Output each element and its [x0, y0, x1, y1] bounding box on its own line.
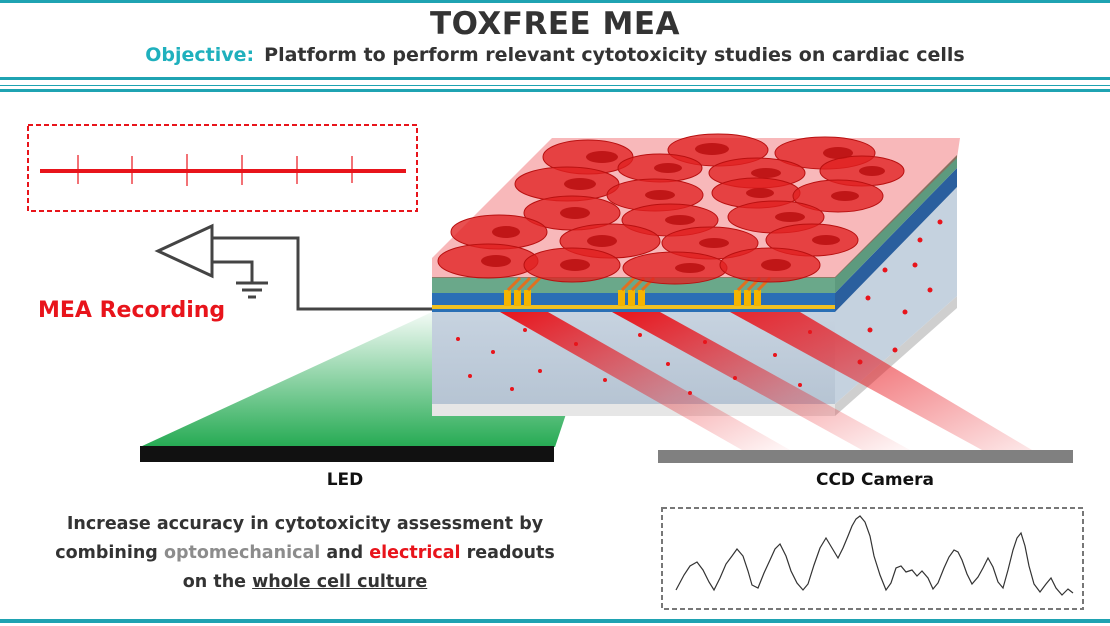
led-label: LED [326, 470, 364, 490]
led-bar [140, 446, 554, 462]
header-bottom-rule-2 [0, 85, 1110, 86]
amplifier-symbol [154, 223, 433, 311]
header-top-rule [0, 0, 1110, 3]
description-line-3: on the whole cell culture [20, 568, 590, 597]
desc-combining: combining [55, 543, 164, 563]
mea-chip [432, 155, 957, 416]
desc-whole-cell-culture: whole cell culture [252, 572, 428, 592]
objective-text: Platform to perform relevant cytotoxicit… [264, 44, 965, 66]
mea-recording-label: MEA Recording [38, 298, 226, 323]
optical-signal-trace [675, 515, 1074, 596]
optical-beams [500, 312, 1032, 450]
mea-trace-frame [27, 124, 418, 212]
desc-and: and [320, 543, 370, 563]
objective-label: Objective: [145, 44, 255, 66]
mea-recording-trace [40, 154, 406, 186]
header-bottom-rule [0, 77, 1110, 80]
footer-rule [0, 619, 1110, 623]
description-line-2: combining optomechanical and electrical … [20, 539, 590, 568]
objective-line: Objective: Platform to perform relevant c… [0, 44, 1110, 66]
desc-optomechanical: optomechanical [163, 543, 321, 563]
page-title: TOXFREE MEA [429, 6, 680, 42]
description-text: Increase accuracy in cytotoxicity assess… [20, 510, 590, 597]
optical-trace-frame [661, 507, 1084, 610]
desc-readouts: readouts [460, 543, 555, 563]
cell-culture-layer [432, 133, 960, 285]
desc-on-the: on the [182, 572, 253, 592]
header-bottom-rule-3 [0, 89, 1110, 92]
desc-electrical: electrical [369, 543, 461, 563]
description-line-1: Increase accuracy in cytotoxicity assess… [66, 514, 544, 534]
ccd-camera-label: CCD Camera [815, 470, 935, 490]
ccd-camera-bar [658, 450, 1073, 463]
